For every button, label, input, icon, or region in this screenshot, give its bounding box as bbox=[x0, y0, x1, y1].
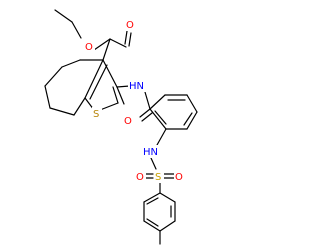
ester-carbonyl bbox=[93, 30, 132, 61]
thiophene-sulfur-label: S bbox=[93, 109, 99, 120]
thiophene-ring bbox=[84, 59, 125, 111]
tolyl-ring bbox=[143, 192, 176, 245]
ester-carbonyl-oxygen-label: O bbox=[126, 20, 134, 31]
sulfonamide-nh-label: HN bbox=[143, 147, 158, 158]
sulfonyl-sulfur-label: S bbox=[155, 172, 161, 183]
sulfonyl-oxygen-left-label: O bbox=[136, 172, 144, 183]
ester-oxygen-label: O bbox=[85, 42, 93, 53]
central-benzene-ring bbox=[149, 94, 198, 130]
amide-linker bbox=[116, 85, 153, 122]
molecule-structure: O O HN S O HN S O O bbox=[44, 9, 198, 245]
sulfonyl-oxygen-right-label: O bbox=[175, 172, 183, 183]
amide-nh-label: HN bbox=[129, 81, 144, 92]
ethyl-group bbox=[54, 9, 82, 39]
atom-labels: O O HN S O HN S O O bbox=[83, 18, 185, 183]
amide-oxygen-label: O bbox=[124, 116, 132, 127]
sulfonamide-group bbox=[144, 128, 176, 194]
cyclohexene-ring bbox=[44, 59, 104, 116]
